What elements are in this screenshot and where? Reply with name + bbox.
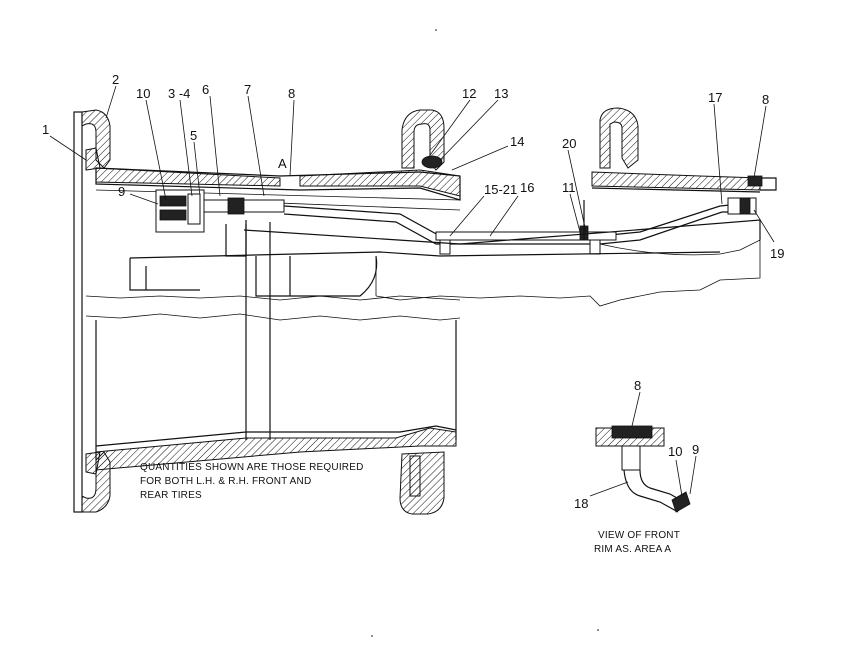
note-line-3: REAR TIRES: [140, 490, 202, 501]
callout-2: 2: [112, 72, 119, 87]
callout-7: 7: [244, 82, 251, 97]
callout-9: 9: [118, 184, 125, 199]
callout-19: 19: [770, 246, 784, 261]
callout-13: 13: [494, 86, 508, 101]
callout-10-detail: 10: [668, 444, 682, 459]
rim-base-top: [95, 167, 461, 211]
callout-17: 17: [708, 90, 722, 105]
callout-8-detail: 8: [634, 378, 641, 393]
callout-18: 18: [574, 496, 588, 511]
leader-lines: [49, 85, 775, 497]
valve-stem-assembly: [155, 189, 757, 245]
detail-view-caption: VIEW OF FRONT RIM AS. AREA A: [594, 530, 680, 555]
inner-tube: [85, 219, 761, 321]
callout-11: 11: [562, 180, 576, 195]
callout-20: 20: [562, 136, 576, 151]
detail-view-area-a: [595, 425, 691, 513]
callout-5: 5: [190, 128, 197, 143]
callout-8: 8: [288, 86, 295, 101]
callout-6: 6: [202, 82, 209, 97]
callout-labels: 1 2 10 3 -4 6 7 8 5 9 A 12 13 14 15-21 1…: [42, 72, 784, 511]
callout-10: 10: [136, 86, 150, 101]
callout-9-detail: 9: [692, 442, 699, 457]
clamp-bar: [435, 200, 617, 255]
callout-A: A: [278, 156, 287, 171]
callout-3-4: 3 -4: [168, 86, 190, 101]
callout-1: 1: [42, 122, 49, 137]
note-line-2: FOR BOTH L.H. & R.H. FRONT AND: [140, 476, 311, 487]
callout-15-21: 15-21: [484, 182, 517, 197]
callout-12: 12: [462, 86, 476, 101]
scan-specks: [371, 29, 599, 637]
callout-8-right: 8: [762, 92, 769, 107]
caption-line-2: RIM AS. AREA A: [594, 544, 671, 555]
note-line-1: QUANTITIES SHOWN ARE THOSE REQUIRED: [140, 462, 364, 473]
rim-body: [95, 220, 457, 515]
right-rim: [591, 107, 777, 193]
caption-line-1: VIEW OF FRONT: [598, 530, 680, 541]
callout-16: 16: [520, 180, 534, 195]
quantity-note: QUANTITIES SHOWN ARE THOSE REQUIRED FOR …: [140, 462, 364, 501]
center-flange: [401, 109, 445, 171]
callout-14: 14: [510, 134, 524, 149]
